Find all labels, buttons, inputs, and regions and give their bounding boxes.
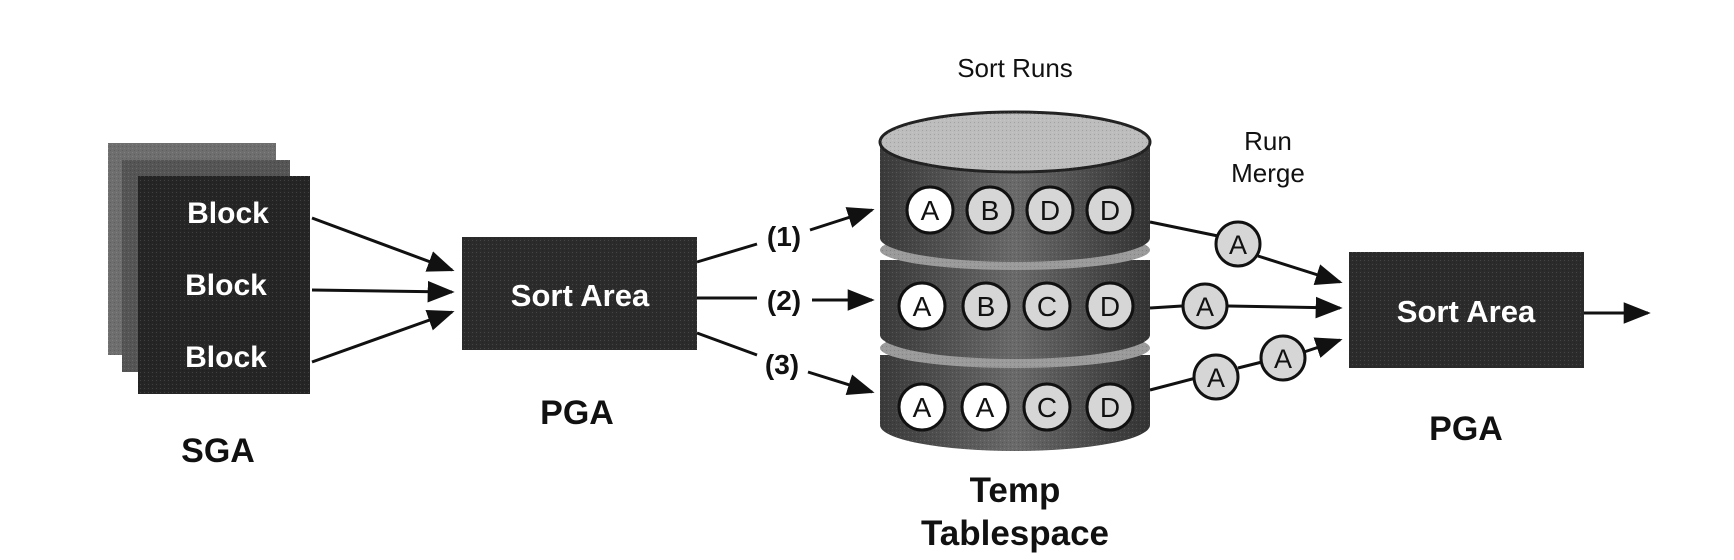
run2-ball-1 [897, 281, 947, 331]
merge-line-1b [1257, 254, 1343, 285]
pga-left-label: PGA [540, 394, 614, 432]
sga-label: SGA [181, 432, 255, 470]
run2-ball-3-label: C [1037, 291, 1057, 322]
run3-ball-1-label: A [913, 392, 932, 423]
path-label-1: (1) [767, 221, 801, 252]
merge-line-3b [1237, 360, 1263, 370]
run-merge-label-line1: Run [1244, 126, 1292, 156]
arrow-run3-b [807, 370, 875, 396]
run3-ball-3-label: C [1037, 392, 1057, 423]
merge-arrows [1149, 220, 1343, 392]
merge-ball-1-label: A [1229, 230, 1247, 260]
run3-ball-4 [1085, 382, 1135, 432]
run-1: A B D D [905, 185, 1135, 235]
merge-ball-2-label: A [1196, 292, 1214, 322]
merge-line-1a [1149, 220, 1219, 238]
arrow-run3-a [696, 331, 758, 357]
run1-ball-4 [1085, 185, 1135, 235]
run2-ball-3 [1022, 281, 1072, 331]
run-merge-label-line2: Merge [1231, 158, 1305, 188]
path-label-3: (3) [765, 349, 799, 380]
sga-block-1: Block [187, 197, 269, 230]
run-2: A B C D [897, 281, 1135, 331]
merge-line-2a [1149, 304, 1183, 310]
run1-ball-3-label: D [1040, 195, 1060, 226]
run2-ball-4 [1085, 281, 1135, 331]
run1-ball-1-label: A [921, 195, 940, 226]
merge-ball-2 [1181, 282, 1229, 330]
temp-tablespace-cylinder: Sort Runs Temp Tablespace [878, 53, 1152, 553]
run1-ball-4-label: D [1100, 195, 1120, 226]
run2-ball-1-label: A [913, 291, 932, 322]
merge-ball-3-label: A [1207, 363, 1225, 393]
arrow-block3-to-sort [311, 310, 455, 364]
run2-ball-4-label: D [1100, 291, 1120, 322]
run3-ball-2-label: A [976, 392, 995, 423]
arrow-run1-a [696, 242, 758, 264]
sort-runs-label: Sort Runs [957, 53, 1073, 83]
run2-ball-2-label: B [977, 291, 996, 322]
arrow-block1-to-sort [311, 216, 455, 272]
sga-group: Block Block Block SGA [108, 143, 310, 470]
pga-right-label: PGA [1429, 410, 1503, 448]
merge-ball-4-label: A [1274, 344, 1292, 374]
run1-ball-1 [905, 185, 955, 235]
run1-ball-2 [965, 185, 1015, 235]
merge-line-3c [1303, 337, 1343, 358]
sga-block-3: Block [185, 341, 267, 374]
run3-ball-3 [1022, 382, 1072, 432]
merge-ball-3 [1192, 353, 1240, 401]
run3-ball-2 [960, 382, 1010, 432]
merge-line-3a [1149, 376, 1197, 392]
temp-label-line2: Tablespace [921, 514, 1109, 553]
merge-ball-1 [1214, 220, 1262, 268]
run1-ball-2-label: B [981, 195, 1000, 226]
run3-ball-4-label: D [1100, 392, 1120, 423]
run-3: A A C D [897, 382, 1135, 432]
run-arrows [696, 207, 875, 396]
path-label-2: (2) [767, 285, 801, 316]
merge-ball-4 [1259, 334, 1307, 382]
run1-ball-3 [1025, 185, 1075, 235]
merge-line-2b [1227, 296, 1343, 319]
pga-right-group: Sort Area PGA [1349, 252, 1651, 448]
run2-ball-2 [961, 281, 1011, 331]
sga-arrows [311, 216, 455, 364]
pga-left-group: Sort Area PGA [462, 237, 697, 432]
run3-ball-1 [897, 382, 947, 432]
arrow-block2-to-sort [311, 280, 455, 303]
arrow-run1-b [809, 207, 875, 232]
sort-area-right-label: Sort Area [1397, 294, 1536, 329]
merge-balls: A A A A [1181, 220, 1307, 401]
temp-label-line1: Temp [970, 471, 1061, 510]
sga-block-2: Block [185, 269, 267, 302]
sort-area-left-label: Sort Area [511, 278, 650, 313]
